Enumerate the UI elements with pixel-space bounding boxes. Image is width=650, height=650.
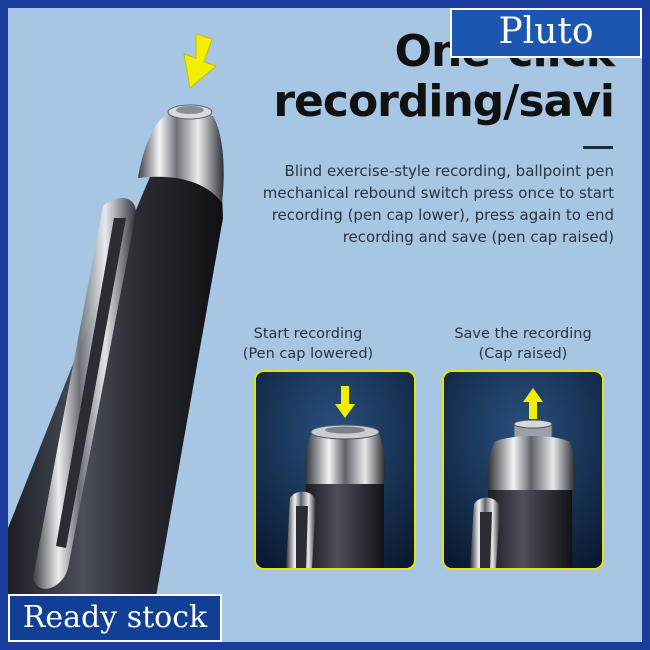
arrow-up-icon xyxy=(523,388,543,419)
save-recording-panel xyxy=(442,370,604,570)
feature-description: Blind exercise-style recording, ballpoin… xyxy=(262,162,614,246)
start-recording-title: Start recording xyxy=(253,326,363,342)
cap-raised-illustration xyxy=(444,372,602,568)
arrow-down-icon xyxy=(335,386,355,418)
arrow-down-icon xyxy=(183,33,218,89)
headline-divider xyxy=(583,146,613,149)
start-recording-panel xyxy=(254,370,416,570)
save-recording-label: Save the recording (Cap raised) xyxy=(433,324,613,364)
start-recording-label: Start recording (Pen cap lowered) xyxy=(218,324,398,364)
start-recording-subtitle: (Pen cap lowered) xyxy=(242,346,374,362)
pen-illustration xyxy=(8,33,224,642)
headline-line-2: recording/savi xyxy=(273,76,615,127)
save-recording-title: Save the recording xyxy=(454,326,592,342)
ready-stock-badge: Ready stock xyxy=(8,594,222,642)
product-image: One-click recording/savi Blind exercise-… xyxy=(8,8,642,642)
brand-badge: Pluto xyxy=(450,8,642,58)
pen-cap xyxy=(138,113,224,203)
save-recording-subtitle: (Cap raised) xyxy=(478,346,568,362)
cap-lowered-illustration xyxy=(256,372,414,568)
